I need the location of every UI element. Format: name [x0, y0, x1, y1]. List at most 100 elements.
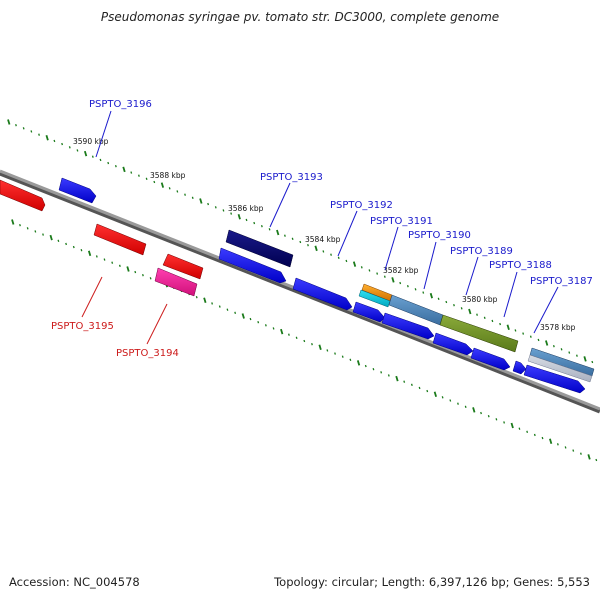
tick-mark	[453, 303, 455, 307]
tick-mark	[595, 458, 598, 462]
gene-label[interactable]: PSPTO_3189	[450, 246, 513, 257]
tick-mark	[395, 375, 399, 382]
tick-mark	[472, 407, 476, 413]
tick-mark	[80, 248, 83, 252]
gene-feature[interactable]	[154, 267, 198, 297]
tick-mark	[65, 242, 68, 246]
gene-label[interactable]: PSPTO_3193	[260, 172, 323, 183]
tick-mark	[245, 218, 248, 222]
tick-mark	[433, 391, 437, 397]
gene-label[interactable]: PSPTO_3187	[530, 276, 593, 287]
tick-mark	[83, 150, 88, 157]
tick-mark	[126, 266, 130, 272]
tick-mark	[34, 230, 37, 233]
tick-mark	[541, 436, 544, 440]
gene-feature[interactable]	[93, 223, 147, 256]
gene-label[interactable]: PSPTO_3196	[89, 99, 152, 110]
gene-feature[interactable]	[358, 289, 391, 308]
tick-mark	[572, 449, 575, 452]
gene-feature[interactable]	[470, 347, 511, 371]
tick-mark	[299, 240, 302, 244]
tick-mark	[57, 239, 60, 242]
tick-mark	[457, 402, 459, 405]
tick-mark	[199, 198, 203, 204]
tick-mark	[326, 349, 329, 352]
tick-mark	[564, 446, 567, 449]
accession-text: Accession: NC_004578	[9, 575, 140, 589]
gene-feature[interactable]	[432, 332, 474, 356]
tick-mark	[284, 234, 286, 237]
gene-feature[interactable]	[523, 364, 586, 394]
tick-mark	[311, 342, 313, 346]
tick-mark	[330, 253, 332, 256]
tick-mark	[7, 119, 11, 125]
gene-labels: PSPTO_3196 PSPTO_3193 PSPTO_3192 PSPTO_3…	[51, 99, 593, 359]
tick-mark	[272, 327, 275, 330]
tick-mark	[368, 269, 371, 272]
tick-mark	[249, 317, 252, 321]
gene-label[interactable]: PSPTO_3191	[370, 216, 433, 227]
tick-mark	[522, 332, 525, 335]
tick-mark	[15, 123, 17, 127]
gene-feature[interactable]	[218, 247, 287, 284]
backbone-shadow	[0, 170, 600, 414]
gene-feature[interactable]	[225, 229, 294, 268]
tick-mark	[549, 438, 553, 444]
tick-mark	[464, 405, 467, 408]
tick-mark	[222, 209, 225, 212]
tick-mark	[526, 430, 529, 434]
kbp-label: 3588 kbp	[150, 171, 186, 180]
tick-mark	[118, 264, 121, 268]
tick-mark	[476, 313, 478, 316]
tick-mark	[587, 454, 591, 460]
tick-mark	[380, 371, 383, 374]
tick-mark	[264, 324, 267, 327]
tick-mark	[107, 161, 110, 165]
gene-feature[interactable]	[352, 301, 386, 323]
tick-mark	[214, 206, 217, 209]
tick-mark	[345, 259, 348, 263]
gene-label[interactable]: PSPTO_3192	[330, 200, 393, 211]
tick-mark	[410, 383, 413, 387]
tick-mark	[253, 221, 256, 225]
tick-mark	[383, 275, 386, 278]
tick-mark	[537, 338, 540, 342]
gene-feature[interactable]	[58, 177, 97, 204]
tick-mark	[514, 329, 517, 332]
gene-feature[interactable]	[162, 253, 204, 280]
gene-feature[interactable]	[0, 179, 46, 212]
gene-label[interactable]: PSPTO_3188	[489, 260, 552, 271]
tick-mark	[480, 411, 482, 415]
callout-line	[384, 226, 399, 271]
tick-mark	[72, 245, 75, 249]
tick-mark	[241, 313, 245, 319]
gene-label[interactable]: PSPTO_3195	[51, 321, 114, 332]
callout-line	[146, 303, 168, 345]
gene-feature[interactable]	[512, 360, 527, 375]
tick-mark	[95, 255, 98, 258]
tick-mark	[176, 190, 179, 193]
gene-feature[interactable]	[292, 277, 353, 311]
gene-feature[interactable]	[527, 354, 593, 383]
tick-mark	[387, 374, 390, 377]
tick-mark	[483, 316, 486, 319]
gene-feature[interactable]	[381, 312, 435, 340]
tick-mark	[364, 364, 367, 368]
tick-mark	[291, 237, 294, 241]
kbp-label: 3580 kbp	[462, 295, 498, 304]
gene-label[interactable]: PSPTO_3194	[116, 348, 179, 359]
gene-label[interactable]: PSPTO_3190	[408, 230, 471, 241]
tick-mark	[337, 256, 340, 259]
callout-lines	[81, 110, 559, 345]
tick-mark	[280, 328, 284, 335]
gene-feature[interactable]	[439, 314, 519, 353]
tick-mark	[160, 182, 165, 188]
callout-line	[423, 241, 437, 290]
tick-mark	[203, 297, 207, 304]
tick-mark	[406, 285, 409, 288]
tick-mark	[234, 311, 237, 315]
tick-mark	[53, 139, 56, 143]
tick-mark	[22, 127, 25, 130]
tick-mark	[99, 158, 102, 162]
